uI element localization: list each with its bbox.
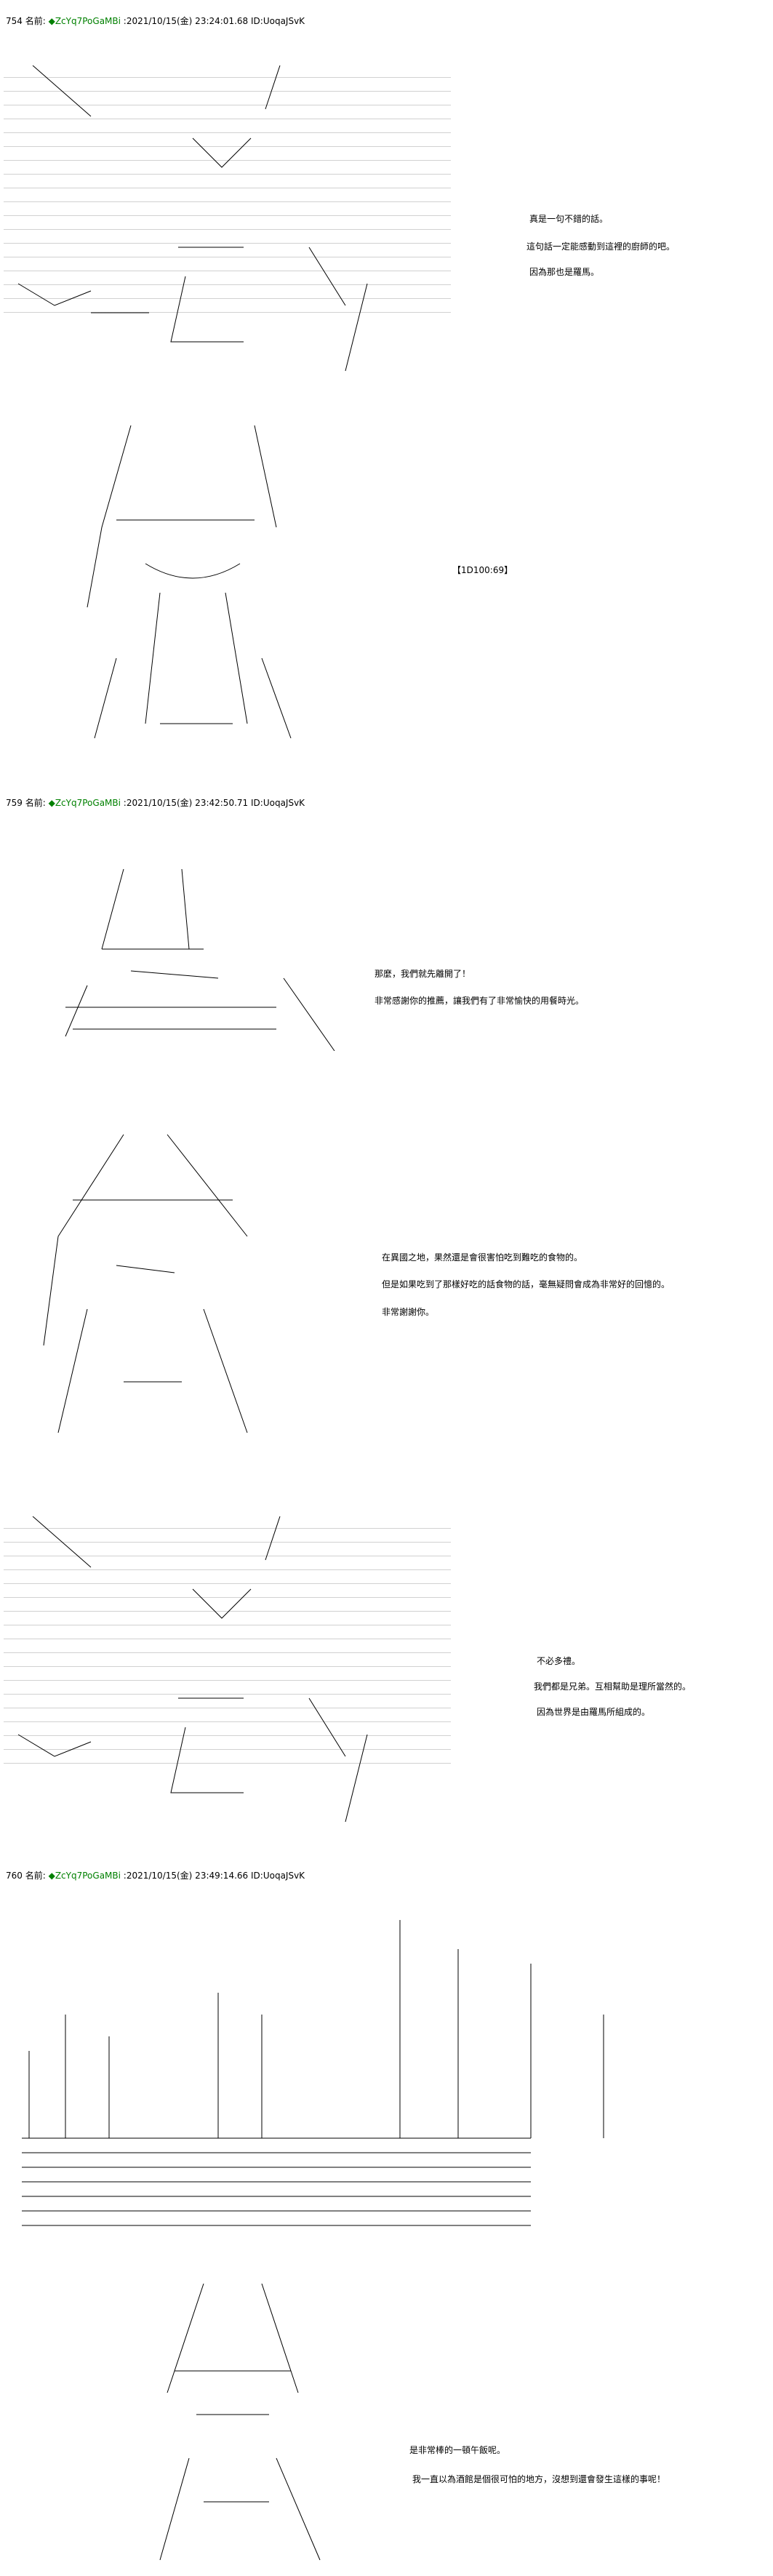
post-header-760: 760 名前: ◆ZcYq7PoGaMBi :2021/10/15(金) 23:… [6, 1869, 305, 1881]
dialogue-line: 因為世界是由羅馬所組成的。 [537, 1707, 651, 1717]
name-label: 名前: [25, 1871, 46, 1881]
post-id[interactable]: ID:UoqaJSvK [251, 1871, 305, 1881]
post-number[interactable]: 760 [6, 1871, 23, 1881]
ascii-art-girl-portrait [15, 1127, 291, 1447]
poster-trip: ◆ZcYq7PoGaMBi [48, 798, 121, 808]
poster-trip: ◆ZcYq7PoGaMBi [48, 16, 121, 26]
post-id[interactable]: ID:UoqaJSvK [251, 16, 305, 26]
dialogue-line: 非常感謝你的推薦，讓我們有了非常愉快的用餐時光。 [375, 996, 585, 1006]
dialogue-line: 不必多禮。 [537, 1656, 581, 1666]
ascii-art-girl-full [131, 2284, 342, 2575]
post-number[interactable]: 754 [6, 16, 23, 26]
ascii-art-dining-scene [4, 65, 451, 313]
ascii-art-characters-2 [4, 1516, 451, 1829]
dialogue-line: 但是如果吃到了那樣好吃的話食物的話，毫無疑問會成為非常好的回憶的。 [382, 1279, 670, 1289]
name-label: 名前: [25, 798, 46, 808]
ascii-art-characters [4, 65, 451, 378]
dialogue-line: 真是一句不錯的話。 [529, 214, 609, 224]
post-datetime: :2021/10/15(金) 23:24:01.68 [123, 16, 249, 26]
ascii-art-dining-scene-2 [4, 1516, 451, 1764]
dialogue-line: 非常謝謝你。 [382, 1307, 435, 1317]
post-datetime: :2021/10/15(金) 23:42:50.71 [123, 798, 249, 808]
ascii-art-city-skyline [22, 1905, 654, 2233]
dialogue-line: 我一直以為酒館是個很可怕的地方，沒想到還會發生這樣的事呢！ [412, 2474, 666, 2484]
post-header-759: 759 名前: ◆ZcYq7PoGaMBi :2021/10/15(金) 23:… [6, 796, 305, 809]
ascii-art-characters-leaving [58, 862, 342, 1051]
dialogue-line: 這句話一定能感動到這裡的廚師的吧。 [526, 241, 676, 252]
post-header-754: 754 名前: ◆ZcYq7PoGaMBi :2021/10/15(金) 23:… [6, 15, 305, 27]
dialogue-line: 那麼，我們就先離開了！ [375, 969, 471, 979]
dialogue-line: 我們都是兄弟。互相幫助是理所當然的。 [534, 1681, 692, 1692]
post-number[interactable]: 759 [6, 798, 23, 808]
dialogue-line: 是非常棒的一頓午飯呢。 [409, 2445, 506, 2455]
name-label: 名前: [25, 16, 46, 26]
dialogue-line: 在異國之地，果然還是會很害怕吃到難吃的食物的。 [382, 1252, 583, 1263]
ascii-art-character-portrait [73, 418, 313, 764]
poster-trip: ◆ZcYq7PoGaMBi [48, 1871, 121, 1881]
dialogue-line: 因為那也是羅馬。 [529, 267, 600, 277]
post-datetime: :2021/10/15(金) 23:49:14.66 [123, 1871, 249, 1881]
post-id[interactable]: ID:UoqaJSvK [251, 798, 305, 808]
dice-roll-result: 【1D100:69】 [452, 565, 513, 575]
